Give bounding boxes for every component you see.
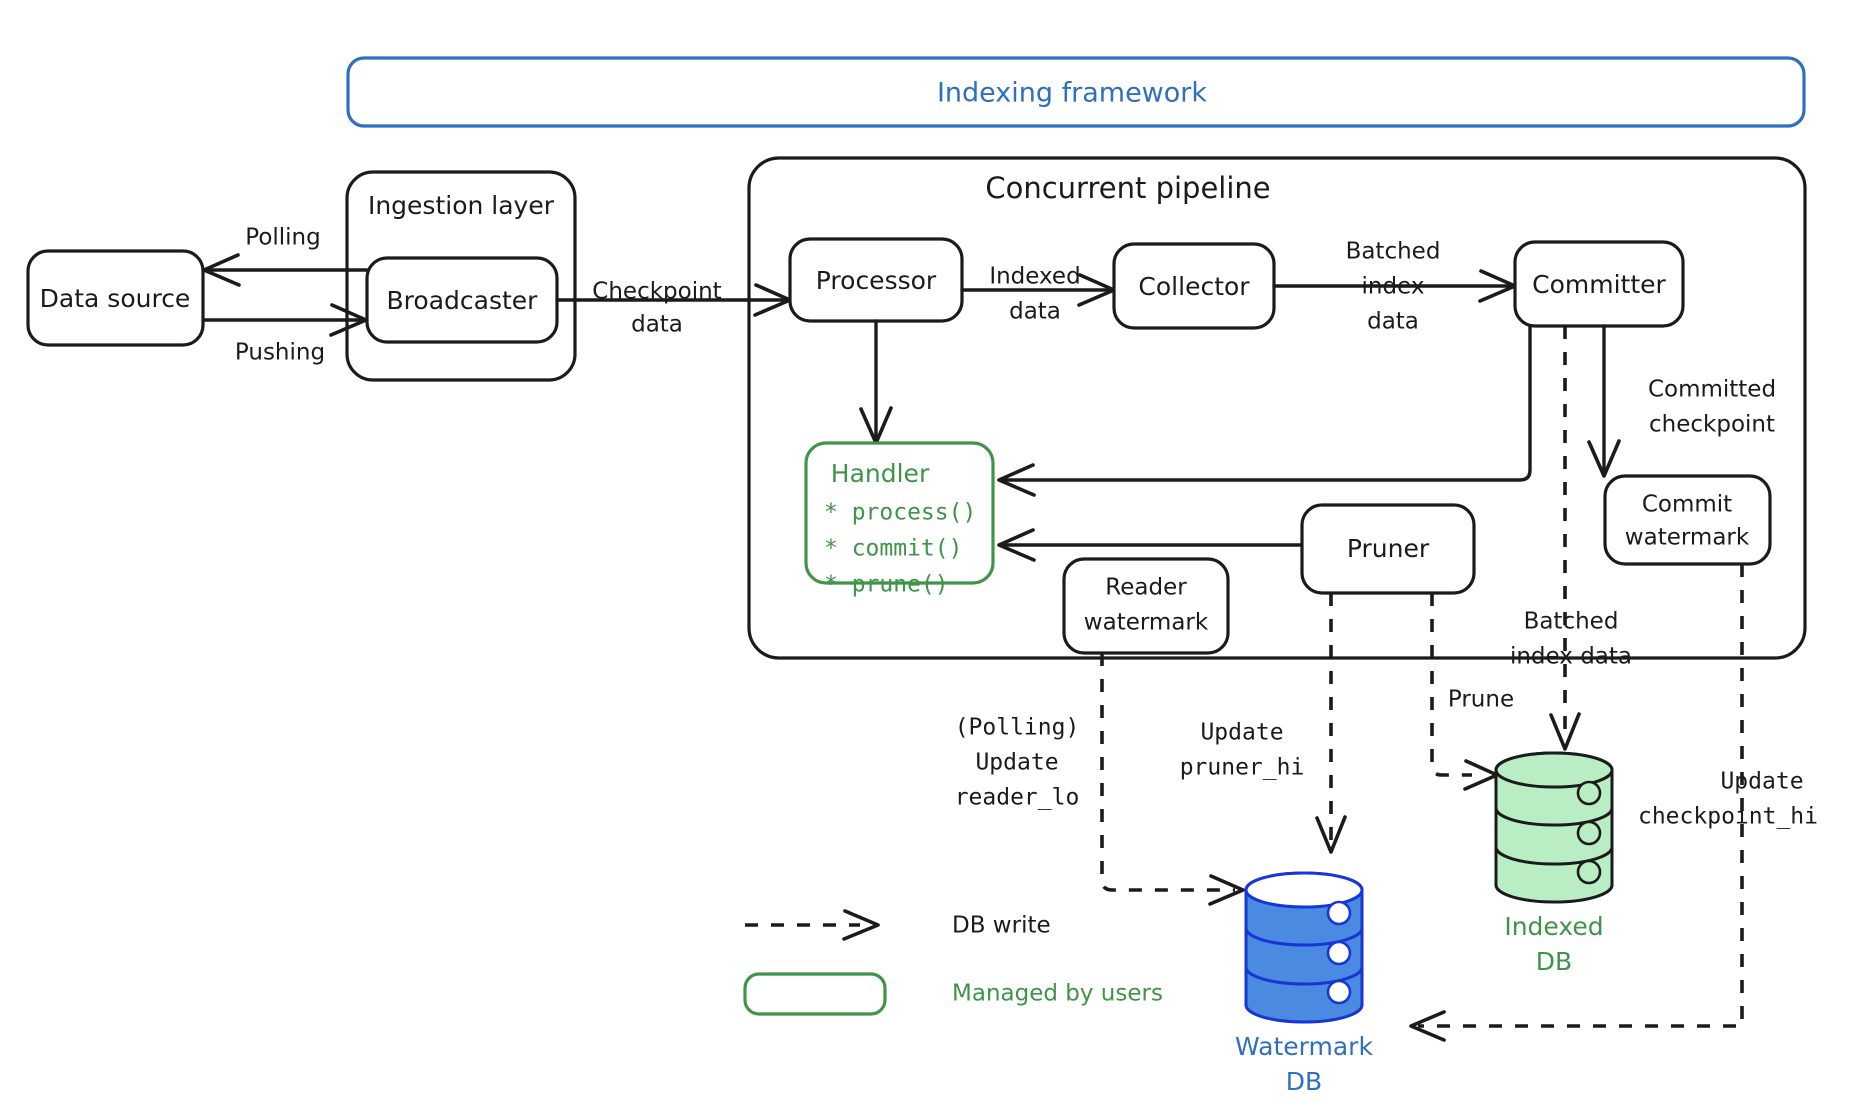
commit-watermark-node[interactable]: Commit watermark <box>1603 474 1772 566</box>
prune-edge: Prune <box>1430 593 1514 791</box>
watermark-db-divider-1 <box>1244 927 1364 947</box>
committer-label: Committer <box>1532 270 1666 299</box>
pushing-edge: Pushing <box>203 303 368 366</box>
legend-green-swatch <box>743 972 887 1016</box>
indexed-db-cylinder[interactable]: Indexed DB <box>1494 751 1614 976</box>
commit-watermark-db-write-edge: Update checkpoint_hi <box>1409 564 1818 1042</box>
handler-method-commit: * commit() <box>824 536 962 562</box>
data-source-label: Data source <box>40 284 191 313</box>
legend-db-write-label: DB write <box>952 913 1051 939</box>
committed-checkpoint-label-line1: Committed <box>1648 377 1776 403</box>
watermark-db-label-line1: Watermark <box>1235 1032 1373 1061</box>
data-source-node[interactable]: Data source <box>26 249 205 347</box>
batched-index-data-b-label-line1: Batched <box>1524 609 1619 635</box>
batched-index-data-label-line1: Batched <box>1346 239 1441 265</box>
indexed-data-label-line1: Indexed <box>989 264 1080 290</box>
indexed-db-led-3 <box>1576 859 1602 885</box>
processor-node[interactable]: Processor <box>788 237 964 323</box>
reader-watermark-label-line1: Reader <box>1105 575 1187 601</box>
polling-label: Polling <box>245 225 320 251</box>
checkpoint-db-write-label-line1: Update <box>1720 769 1803 795</box>
indexed-db-led-2 <box>1576 820 1602 846</box>
ingestion-layer-label: Ingestion layer <box>368 191 555 220</box>
watermark-db-led-2 <box>1326 940 1352 966</box>
legend-managed-by-users-label: Managed by users <box>952 981 1163 1007</box>
checkpoint-data-label-line2: data <box>631 312 683 338</box>
checkpoint-db-write-label-line2: checkpoint_hi <box>1638 804 1818 830</box>
collector-node[interactable]: Collector <box>1112 242 1276 330</box>
indexed-db-label-line1: Indexed <box>1504 912 1603 941</box>
indexing-framework-label: Indexing framework <box>937 78 1207 109</box>
pruner-to-handler-edge <box>997 528 1304 562</box>
batched-index-data-label-line3: data <box>1367 309 1419 335</box>
broadcaster-node[interactable]: Broadcaster <box>365 256 559 344</box>
committer-to-handler-edge <box>997 324 1532 497</box>
reader-watermark-node[interactable]: Reader watermark <box>1062 557 1230 655</box>
indexed-db-top <box>1494 751 1614 789</box>
commit-watermark-box[interactable] <box>1603 474 1772 566</box>
pruner-box[interactable] <box>1300 503 1476 595</box>
data-source-box[interactable] <box>26 249 205 347</box>
pruner-watermark-db-write-edge: Update pruner_hi <box>1180 593 1347 854</box>
watermark-db-led-3 <box>1326 979 1352 1005</box>
indexing-framework-banner: Indexing framework <box>346 56 1806 128</box>
indexed-db-led-1 <box>1576 780 1602 806</box>
reader-watermark-box[interactable] <box>1062 557 1230 655</box>
pruner-db-write-label-line2: pruner_hi <box>1180 755 1305 781</box>
concurrent-pipeline-label: Concurrent pipeline <box>985 171 1270 205</box>
pruner-node[interactable]: Pruner <box>1300 503 1476 595</box>
reader-watermark-label-line2: watermark <box>1084 610 1209 636</box>
watermark-db-led-1 <box>1326 900 1352 926</box>
prune-label: Prune <box>1448 687 1514 713</box>
committer-indexed-db-write-edge: Batched index data <box>1510 326 1632 751</box>
watermark-db-divider-2 <box>1244 966 1364 986</box>
committer-node[interactable]: Committer <box>1513 240 1685 328</box>
commit-watermark-label-line2: watermark <box>1625 525 1750 551</box>
batched-index-data-b-label-line2: index data <box>1510 644 1632 670</box>
legend-dashed-arrow-head <box>842 909 880 941</box>
reader-db-write-label-line2: Update <box>975 750 1058 776</box>
handler-box[interactable] <box>804 441 995 585</box>
legend-db-write-row: DB write <box>745 909 1051 941</box>
indexed-db-divider-1 <box>1494 807 1614 827</box>
batched-index-data-label-line2: index <box>1362 274 1425 300</box>
handler-method-process: * process() <box>824 500 976 526</box>
handler-node[interactable]: Handler * process() * commit() * prune() <box>804 441 995 598</box>
pruner-label: Pruner <box>1347 534 1430 563</box>
legend-managed-by-users-row: Managed by users <box>743 972 1163 1016</box>
commit-watermark-label-line1: Commit <box>1642 492 1732 518</box>
pushing-label: Pushing <box>235 340 325 366</box>
committed-checkpoint-label-line2: checkpoint <box>1649 412 1775 438</box>
legend: DB write Managed by users <box>743 909 1163 1016</box>
checkpoint-data-edge: Checkpoint data <box>555 279 792 338</box>
watermark-db-label-line2: DB <box>1286 1067 1322 1096</box>
polling-edge: Polling <box>202 225 369 287</box>
indexed-db-label-line2: DB <box>1536 947 1572 976</box>
checkpoint-data-label-line1: Checkpoint <box>592 279 721 305</box>
watermark-db-top <box>1244 871 1364 909</box>
watermark-db-cylinder[interactable]: Watermark DB <box>1235 871 1373 1096</box>
indexing-framework-banner-box <box>346 56 1806 128</box>
committer-box[interactable] <box>1513 240 1685 328</box>
indexed-db-divider-2 <box>1494 846 1614 866</box>
indexed-data-label-line2: data <box>1009 299 1061 325</box>
pruner-db-write-label-line1: Update <box>1200 720 1283 746</box>
reader-db-write-label-line1: (Polling) <box>955 715 1080 741</box>
reader-db-write-label-line3: reader_lo <box>955 785 1080 811</box>
batched-index-data-edge: Batched index data <box>1272 239 1517 335</box>
handler-title: Handler <box>831 459 930 488</box>
reader-watermark-db-write-edge: (Polling) Update reader_lo <box>955 653 1245 906</box>
collector-label: Collector <box>1138 272 1250 301</box>
handler-method-prune: * prune() <box>824 572 949 598</box>
processor-label: Processor <box>816 266 937 295</box>
broadcaster-label: Broadcaster <box>387 286 539 315</box>
committed-checkpoint-edge: Committed checkpoint <box>1587 324 1776 478</box>
